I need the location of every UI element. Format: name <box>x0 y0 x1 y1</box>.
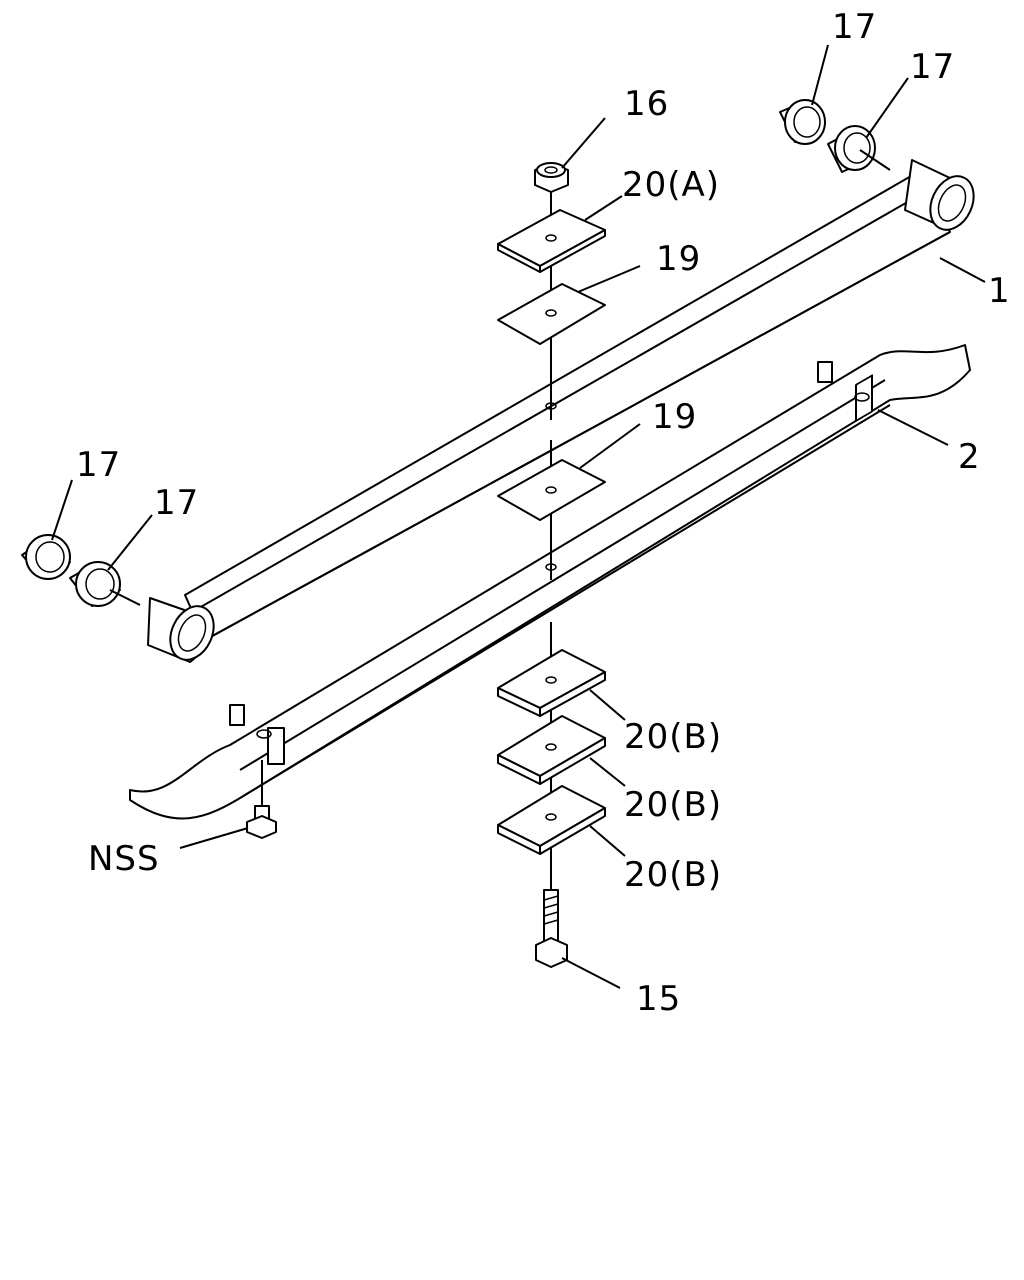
bushing-17-top-left <box>779 99 826 145</box>
callout-nss: NSS <box>88 839 160 879</box>
bushing-17-bottom-right <box>69 561 121 607</box>
plate-20b-1 <box>497 649 606 717</box>
callout-17: 17 <box>910 47 955 87</box>
callout-labels: 17 17 16 20(A) 19 1 19 2 17 17 20(B) 20(… <box>76 7 1011 1019</box>
callout-17: 17 <box>154 483 199 523</box>
callout-19: 19 <box>652 397 697 437</box>
nut-16 <box>534 162 569 193</box>
callout-15: 15 <box>636 979 681 1019</box>
main-leaf-spring <box>147 159 975 663</box>
callout-20b: 20(B) <box>624 855 722 895</box>
nss-bolt <box>246 760 277 839</box>
shim-19-top <box>497 283 606 345</box>
plate-20a <box>497 209 606 273</box>
shim-19-bottom <box>497 459 606 521</box>
callout-17: 17 <box>76 445 121 485</box>
callout-20b: 20(B) <box>624 785 722 825</box>
callout-2: 2 <box>958 437 981 477</box>
bolt-15 <box>535 889 568 968</box>
plate-20b-2 <box>497 715 606 785</box>
bushing-17-top-right <box>827 125 876 173</box>
second-leaf-spring <box>129 344 971 820</box>
callout-16: 16 <box>624 84 669 124</box>
callout-17: 17 <box>832 7 877 47</box>
callout-19: 19 <box>656 239 701 279</box>
callout-20a: 20(A) <box>622 165 720 205</box>
callout-20b: 20(B) <box>624 717 722 757</box>
plate-20b-3 <box>497 785 606 855</box>
leader-lines <box>51 44 986 989</box>
callout-1: 1 <box>988 271 1011 311</box>
bushing-17-bottom-left <box>21 534 71 580</box>
